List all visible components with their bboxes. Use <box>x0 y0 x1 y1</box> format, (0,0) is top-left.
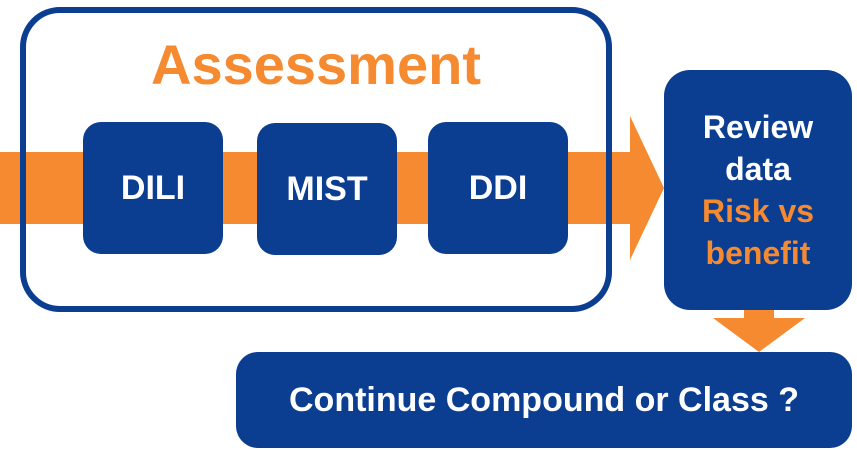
review-line-2: data <box>725 151 791 187</box>
flow-arrow-head <box>630 116 664 260</box>
review-line-4: benefit <box>705 235 811 271</box>
step-ddi-box: DDI <box>428 122 568 254</box>
decision-box: Continue Compound or Class ? <box>236 352 852 448</box>
step-ddi-label: DDI <box>468 168 528 207</box>
assessment-container <box>20 7 612 312</box>
step-mist-label: MIST <box>286 169 368 208</box>
review-line-3: Risk vs <box>701 193 815 229</box>
decision-label: Continue Compound or Class ? <box>289 380 799 419</box>
step-mist-box: MIST <box>257 123 397 255</box>
review-line-1: Review <box>702 109 814 145</box>
review-box: Review data Risk vs benefit <box>664 70 852 310</box>
down-arrow-head <box>713 318 805 352</box>
step-dili-label: DILI <box>120 168 186 207</box>
step-dili-box: DILI <box>83 122 223 254</box>
assessment-title: Assessment <box>151 33 481 96</box>
